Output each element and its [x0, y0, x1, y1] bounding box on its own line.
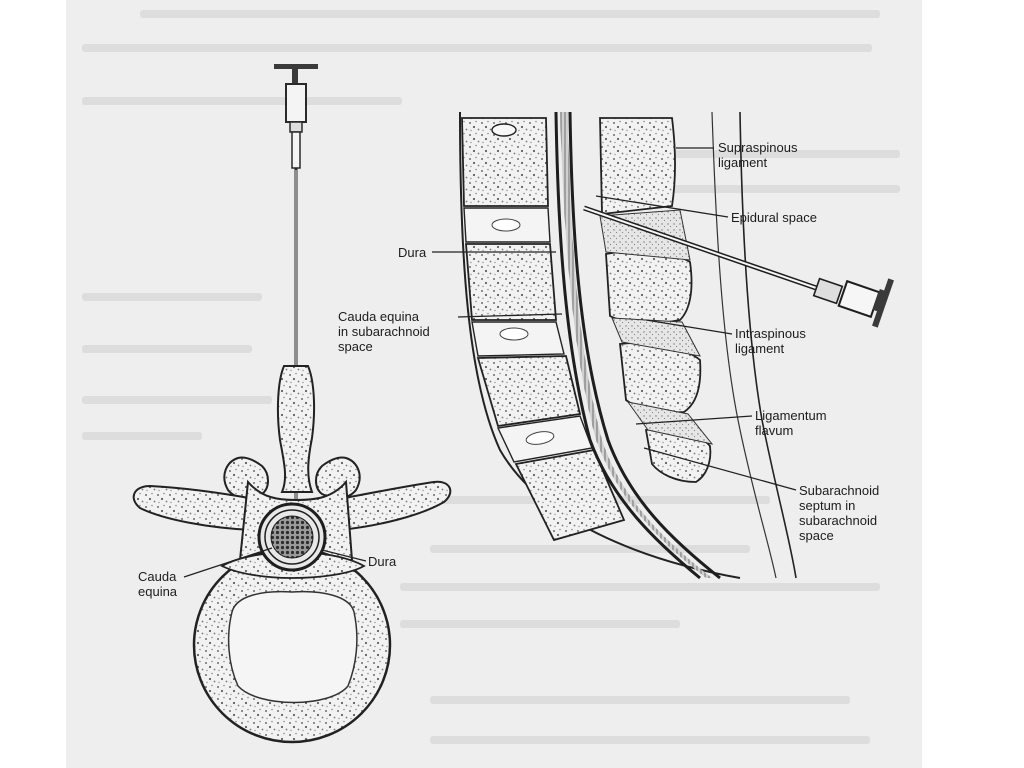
label-cauda-axial: Cauda equina: [138, 569, 177, 599]
bleed-through-text: [610, 185, 900, 193]
bleed-through-text: [82, 44, 872, 52]
label-ligamentum-flavum: Ligamentum flavum: [755, 408, 827, 438]
bleed-through-text: [610, 150, 900, 158]
vertebral-body-sagittal-1: [461, 117, 549, 207]
axial-vertebra-view: [132, 64, 452, 744]
anterior-longitudinal-contour: [459, 111, 741, 579]
posterior-contour-inner: [711, 111, 777, 579]
leader-cauda-axial: [183, 547, 273, 578]
vertebral-body-sagittal-3: [476, 355, 582, 428]
transverse-process-left: [132, 484, 262, 532]
label-cauda-axial-line1: Cauda: [138, 569, 177, 584]
nucleus-1: [491, 218, 521, 232]
leader-dura-axial: [321, 549, 367, 562]
transverse-process-right: [332, 480, 452, 532]
leader-cauda-side: [457, 313, 563, 318]
vertebral-body-cancellous: [227, 590, 358, 704]
label-cauda-side: Cauda equina in subarachnoid space: [338, 309, 430, 354]
label-epidural-space: Epidural space: [731, 210, 817, 225]
label-dura-side-text: Dura: [398, 245, 427, 260]
label-dura-side: Dura: [398, 245, 426, 260]
label-intraspinous-line1: Intraspinous: [735, 326, 806, 341]
bleed-through-text: [82, 293, 262, 301]
label-septum-line2: septum in: [799, 498, 856, 513]
label-supraspinous-line1: Supraspinous: [718, 140, 798, 155]
bleed-through-text: [140, 10, 880, 18]
spinal-needle-vertical: [274, 64, 318, 514]
bleed-through-text: [82, 345, 252, 353]
bleed-through-text: [400, 583, 880, 591]
ligamentum-flavum-band: [626, 401, 714, 445]
spinous-process-sagittal-2: [605, 250, 693, 324]
vertebral-body-sagittal-4: [514, 448, 626, 542]
leader-epidural: [595, 195, 729, 218]
label-septum-line4: space: [799, 528, 834, 543]
interspinous-ligament-band-2: [611, 317, 701, 357]
label-dura-axial: Dura: [368, 554, 396, 569]
label-subarachnoid-septum: Subarachnoid septum in subarachnoid spac…: [799, 483, 879, 543]
spinous-process: [276, 365, 316, 493]
bleed-through-text: [82, 432, 202, 440]
label-cauda-axial-line2: equina: [138, 584, 178, 599]
label-dura-axial-text: Dura: [368, 554, 397, 569]
label-epidural-space-text: Epidural space: [731, 210, 817, 225]
label-intraspinous-line2: ligament: [735, 341, 785, 356]
label-cauda-side-line3: space: [338, 339, 373, 354]
articular-process-right: [315, 456, 361, 500]
bleed-through-text: [430, 696, 850, 704]
label-supraspinous: Supraspinous ligament: [718, 140, 798, 170]
nucleus-3: [525, 431, 555, 445]
label-ligamentum-line2: flavum: [755, 423, 794, 438]
dura-anterior-line: [554, 111, 701, 580]
label-cauda-side-line2: in subarachnoid: [338, 324, 430, 339]
nutrient-foramen-1: [491, 123, 517, 137]
vertebral-body-sagittal-2: [465, 243, 557, 321]
leader-intraspinous: [645, 319, 733, 335]
spinous-process-sagittal-1: [599, 117, 676, 216]
dura-posterior-line: [568, 111, 721, 580]
label-cauda-side-line1: Cauda equina: [338, 309, 419, 324]
cauda-equina-axial: [270, 515, 314, 559]
leader-septum: [643, 447, 797, 491]
label-septum-line3: subarachnoid: [799, 513, 878, 528]
label-septum-line1: Subarachnoid: [799, 483, 880, 498]
posterior-skin-contour: [739, 111, 797, 579]
bleed-through-text: [430, 736, 870, 744]
bleed-through-text: [82, 97, 402, 105]
bleed-through-text: [430, 545, 750, 553]
nucleus-2: [499, 327, 529, 341]
label-intraspinous: Intraspinous ligament: [735, 326, 806, 356]
bleed-through-text: [400, 620, 680, 628]
dural-sac-inner: [264, 509, 320, 565]
spinal-needle-oblique: [583, 205, 894, 328]
leader-ligamentum: [635, 415, 753, 425]
label-supraspinous-line2: ligament: [718, 155, 768, 170]
bleed-through-text: [82, 396, 272, 404]
sagittal-spine-view: [432, 111, 894, 580]
label-ligamentum-line1: Ligamentum: [755, 408, 827, 423]
